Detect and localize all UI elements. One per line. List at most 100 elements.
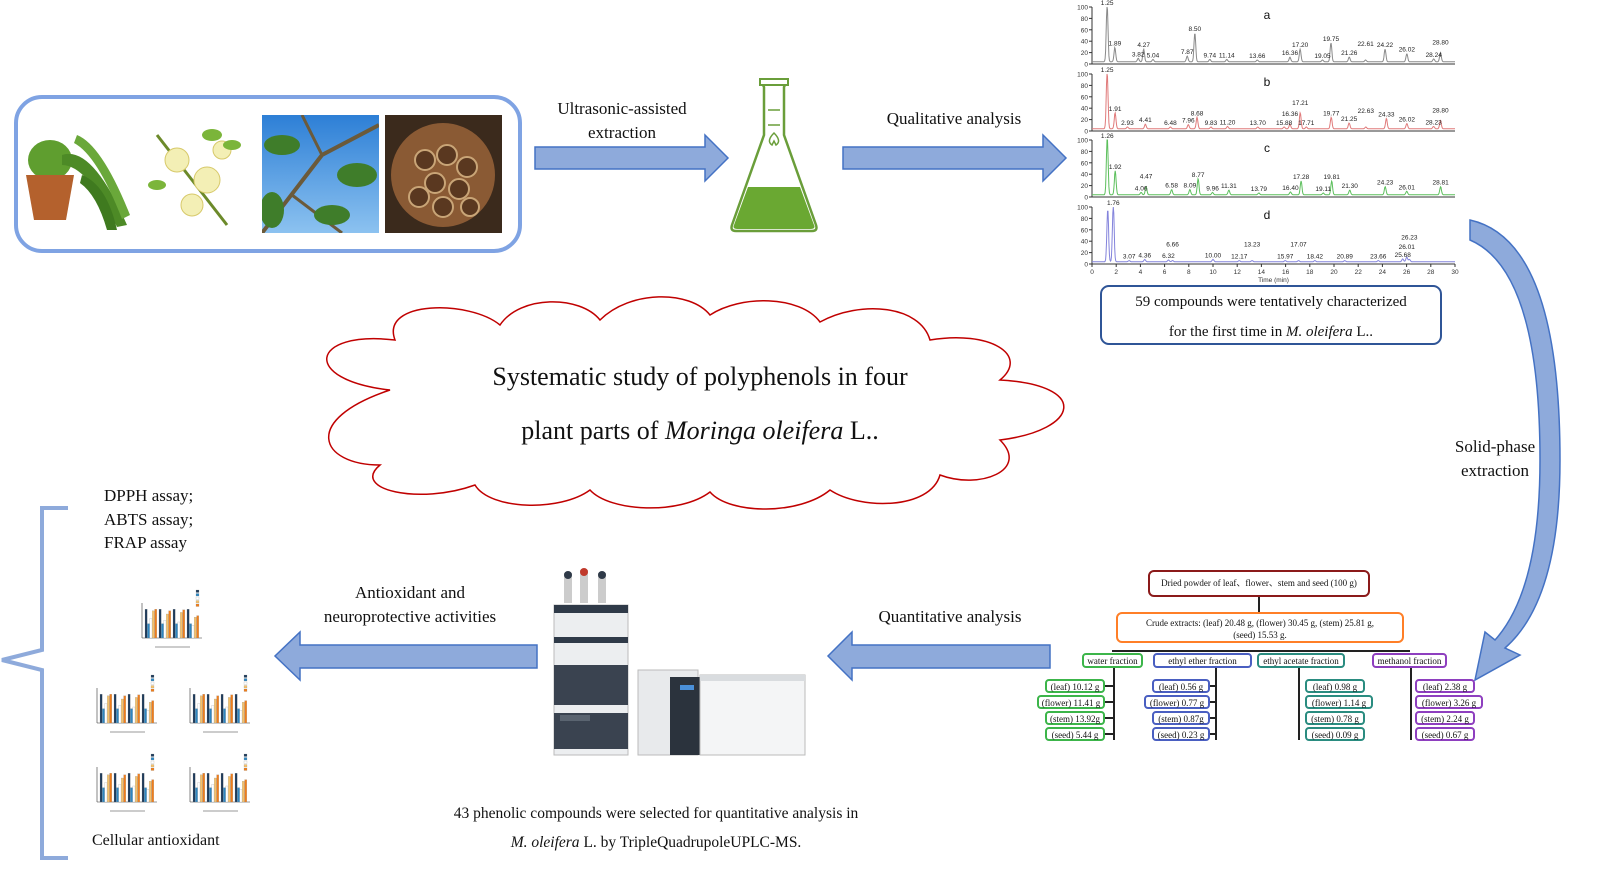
thumbnail-bar: [149, 781, 152, 803]
peak-label: 26.02: [1399, 117, 1416, 124]
peak-label: 4.41: [1139, 117, 1152, 124]
thumbnail-bar: [234, 773, 238, 803]
peak-label: 28.80: [1432, 40, 1449, 47]
activity-label-line2: neuroprotective activities: [323, 607, 497, 626]
thumbnail-bar: [209, 787, 212, 803]
thumbnail-bar: [104, 782, 108, 803]
y-tick-label: 60: [1081, 160, 1089, 167]
thumbnail-bar: [104, 703, 108, 724]
stem-tree-image: [262, 115, 379, 233]
peak-label: 1.25: [1101, 67, 1114, 74]
fraction-yield-item: (flower) 1.14 g: [1305, 695, 1373, 709]
thumbnail-bar: [223, 708, 226, 724]
quantitative-result-text: 43 phenolic compounds were selected for …: [400, 799, 912, 857]
peak-label: 26.23: [1401, 234, 1418, 241]
quant-species: M. oleifera: [510, 834, 580, 851]
x-tick-label: 18: [1306, 269, 1314, 276]
thumbnail-bar: [242, 702, 245, 724]
y-tick-label: 40: [1081, 239, 1089, 246]
peak-label: 28.81: [1432, 180, 1449, 187]
ct-species: Moringa oleifera: [664, 416, 844, 445]
thumbnail-bar: [191, 625, 195, 639]
peak-label: 6.48: [1164, 120, 1177, 127]
peak-label: 22.63: [1358, 108, 1375, 115]
extraction-label: Ultrasonic-assisted extraction: [522, 97, 722, 145]
qualitative-result-line1: 59 compounds were tentatively characteri…: [1135, 294, 1407, 310]
chromatogram-trace: [1092, 139, 1455, 196]
thumbnail-bar: [234, 694, 238, 724]
thumbnail-bar: [132, 785, 136, 803]
flask-icon: [730, 78, 818, 233]
thumbnail-bar: [196, 615, 199, 639]
peak-label: 16.36: [1282, 50, 1299, 57]
thumbnail-bar: [225, 785, 229, 803]
peak-label: 19.81: [1324, 174, 1341, 181]
thumbnail-bar: [239, 789, 243, 803]
thumbnail-bar: [244, 779, 247, 803]
x-tick-label: 14: [1258, 269, 1266, 276]
peak-label: 8.68: [1191, 110, 1204, 117]
x-tick-label: 16: [1282, 269, 1290, 276]
fraction-box: ethyl ether fraction: [1153, 653, 1252, 668]
thumbnail-bar: [141, 773, 145, 803]
thumbnail-bar: [220, 694, 224, 724]
peak-label: 13.66: [1249, 53, 1266, 60]
thumbnail-bar: [228, 776, 231, 803]
fraction-yield-item: (stem) 0.78 g: [1305, 711, 1365, 725]
title-cloud: [326, 296, 1065, 510]
y-tick-label: 0: [1084, 62, 1088, 69]
y-tick-label: 60: [1081, 27, 1089, 34]
y-tick-label: 20: [1081, 250, 1089, 257]
thumbnail-bar: [121, 698, 124, 724]
thumbnail-bar: [163, 620, 167, 639]
peak-label: 13.70: [1250, 120, 1267, 127]
extraction-label-line2: extraction: [588, 123, 656, 142]
peak-label: 20.89: [1337, 254, 1354, 261]
cellular-antioxidant-label: Cellular antioxidant: [92, 832, 220, 849]
thumbnail-bar: [144, 609, 148, 639]
thumbnail-bar: [132, 706, 136, 724]
peak-label: 16.40: [1282, 185, 1299, 192]
thumbnail-bar: [237, 708, 240, 724]
peak-label: 1.92: [1109, 164, 1122, 171]
peak-label: 1.76: [1107, 200, 1120, 207]
arrow-qualitative: [842, 133, 1068, 183]
thumbnail-bar: [220, 773, 224, 803]
spe-label-line2: extraction: [1461, 461, 1529, 480]
thumbnail-bar: [200, 774, 203, 803]
y-tick-label: 20: [1081, 183, 1089, 190]
thumbnail-bar: [141, 694, 145, 724]
activity-label-line1: Antioxidant and: [354, 583, 465, 602]
peak-label: 13.23: [1244, 242, 1261, 249]
arrow-activity: [273, 630, 538, 682]
thumbnail-bar: [230, 773, 233, 803]
thumbnail-bar: [228, 697, 231, 724]
thumbnail-bar: [127, 694, 131, 724]
peak-label: 12.17: [1231, 254, 1248, 261]
thumbnail-bar: [152, 610, 155, 639]
assay-bracket: [1, 506, 68, 860]
thumbnail-bar: [127, 773, 131, 803]
thumbnail-bar: [216, 695, 219, 724]
thumbnail-bar: [123, 695, 126, 724]
crude-line1: Crude extracts: (leaf) 20.48 g, (flower)…: [1146, 618, 1374, 628]
y-tick-label: 0: [1084, 195, 1088, 202]
quantitative-label: Quantitative analysis: [878, 607, 1022, 626]
peak-label: 26.02: [1399, 47, 1416, 54]
peak-label: 1.91: [1109, 106, 1122, 113]
assay-abts: ABTS assay;: [104, 509, 194, 529]
peak-label: 26.01: [1399, 244, 1416, 251]
peak-label: 25.68: [1395, 252, 1412, 259]
peak-label: 1.25: [1101, 0, 1114, 7]
fraction-yield-item: (leaf) 0.56 g: [1152, 679, 1210, 693]
x-tick-label: 4: [1139, 269, 1143, 276]
y-tick-label: 60: [1081, 94, 1089, 101]
quant-result-line2: M. oleifera L. by TripleQuadrupoleUPLC-M…: [400, 828, 912, 857]
y-tick-label: 40: [1081, 106, 1089, 113]
thumbnail-bar-chart: [189, 674, 250, 733]
leaf-powder-image: [26, 135, 130, 230]
trace-letter: d: [1264, 208, 1271, 222]
peak-label: 9.74: [1204, 52, 1217, 59]
thumbnail-bar: [137, 773, 140, 803]
